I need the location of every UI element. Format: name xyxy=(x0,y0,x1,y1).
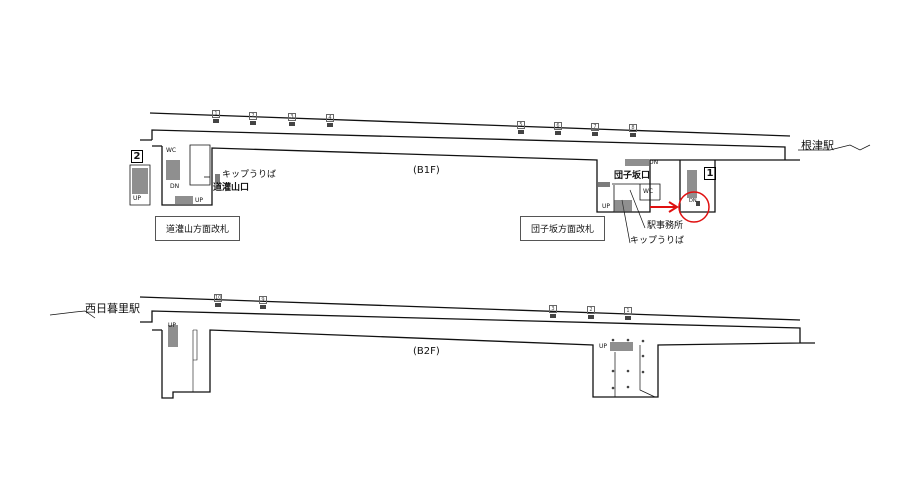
car-marker xyxy=(550,314,556,318)
car-marker xyxy=(213,119,219,123)
up-label: UP xyxy=(195,197,204,204)
pillar xyxy=(611,338,615,342)
b1f-ticket-area xyxy=(189,144,211,186)
wc-label: WC xyxy=(643,188,654,195)
up-label: UP xyxy=(168,322,177,329)
station-name-nezu: 根津駅 xyxy=(801,139,834,152)
car-marker xyxy=(518,130,524,134)
pillar xyxy=(611,386,615,390)
b2f-left-partition xyxy=(192,329,198,392)
b2f-track-line xyxy=(139,296,801,321)
car-number: 10 xyxy=(214,294,222,302)
car-number: 3 xyxy=(549,305,557,313)
stair-b2f-left-up xyxy=(168,325,178,347)
station-name-nishinippori: 西日暮里駅 xyxy=(85,302,140,315)
car-number: 2 xyxy=(587,306,595,314)
pillar xyxy=(641,354,645,358)
stair-b1f-right-dn xyxy=(625,159,649,166)
up-label: UP xyxy=(602,203,611,210)
car-marker xyxy=(260,305,266,309)
elevator-marker xyxy=(696,201,700,206)
ticket-machine-icon xyxy=(215,174,220,183)
dn-label: DN xyxy=(170,183,180,190)
wc-label: WC xyxy=(166,147,177,154)
floor-label-b2f: (B2F) xyxy=(413,346,440,357)
up-label: UP xyxy=(133,195,142,202)
dn-label: DN xyxy=(649,159,659,166)
exit-name-dokanyama: 道灌山口 xyxy=(213,183,250,193)
car-number: 1 xyxy=(212,110,220,118)
ticket-machine-icon xyxy=(598,182,610,187)
car-marker xyxy=(555,131,561,135)
stair-b1f-left-dn xyxy=(166,160,180,180)
car-number: 1 xyxy=(624,307,632,315)
ticket-office-left: キップうりば xyxy=(222,170,277,180)
car-marker xyxy=(215,303,221,307)
gate-dokanyama: 道灌山方面改札 xyxy=(155,216,241,241)
nezu-direction-line xyxy=(798,144,871,151)
station-office-label: 駅事務所 xyxy=(647,221,684,231)
pillar xyxy=(641,370,645,374)
pillar xyxy=(626,385,630,389)
b1f-left-stair xyxy=(129,164,151,206)
car-number: 9 xyxy=(259,296,267,304)
red-highlight-circle xyxy=(678,191,710,223)
car-marker xyxy=(625,316,631,320)
stair-b1f-left-up xyxy=(175,196,193,204)
car-number: 3 xyxy=(288,113,296,121)
red-arrow-head-icon xyxy=(668,201,679,213)
car-marker xyxy=(327,123,333,127)
car-marker xyxy=(289,122,295,126)
pillar xyxy=(626,369,630,373)
car-marker xyxy=(588,315,594,319)
gate-dangozaka: 団子坂方面改札 xyxy=(520,216,606,241)
floor-label-b1f: (B1F) xyxy=(413,165,440,176)
stair-b1f-exit2 xyxy=(132,168,148,194)
car-number: 2 xyxy=(249,112,257,120)
car-number: 5 xyxy=(517,121,525,129)
b2f-platform-outline xyxy=(140,310,815,399)
ticket-office-right: キップうりば xyxy=(630,236,685,246)
car-marker xyxy=(250,121,256,125)
car-number: 4 xyxy=(326,114,334,122)
car-number: 7 xyxy=(591,123,599,131)
b1f-right-area xyxy=(679,160,716,213)
stair-b2f-right-up xyxy=(610,342,633,351)
pillar xyxy=(641,339,645,343)
dn-label: DN xyxy=(689,198,697,204)
stair-exit1 xyxy=(687,170,697,198)
car-marker xyxy=(630,133,636,137)
exit-number-2: 2 xyxy=(131,150,143,163)
car-number: 6 xyxy=(554,122,562,130)
stair-b1f-right-up xyxy=(614,200,632,212)
car-marker xyxy=(592,132,598,136)
car-number: 8 xyxy=(629,124,637,132)
up-label: UP xyxy=(599,343,608,350)
b1f-platform-outline xyxy=(140,129,800,213)
pillar xyxy=(626,338,630,342)
nishinippori-direction-line xyxy=(49,310,96,319)
pillar xyxy=(611,369,615,373)
exit-name-dangozaka: 団子坂口 xyxy=(614,171,651,181)
b2f-right-partition xyxy=(614,345,656,398)
exit-number-1: 1 xyxy=(704,167,716,180)
